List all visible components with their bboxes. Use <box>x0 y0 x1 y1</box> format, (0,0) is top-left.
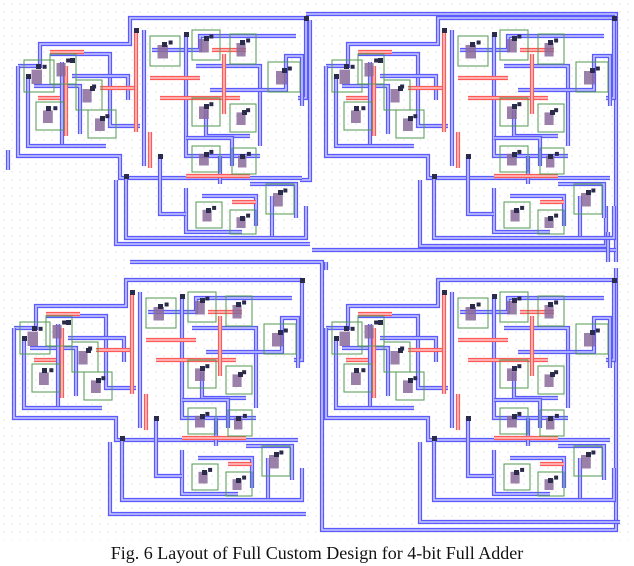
bit-cell-2 <box>323 15 617 241</box>
inter-cell-routing <box>5 11 620 533</box>
full-adder-layout-diagram <box>0 0 634 540</box>
bit-cell-4 <box>323 277 617 503</box>
bit-cell-1 <box>15 15 309 241</box>
figure-caption: Fig. 6 Layout of Full Custom Design for … <box>110 543 524 563</box>
bit-cell-3 <box>11 277 305 503</box>
